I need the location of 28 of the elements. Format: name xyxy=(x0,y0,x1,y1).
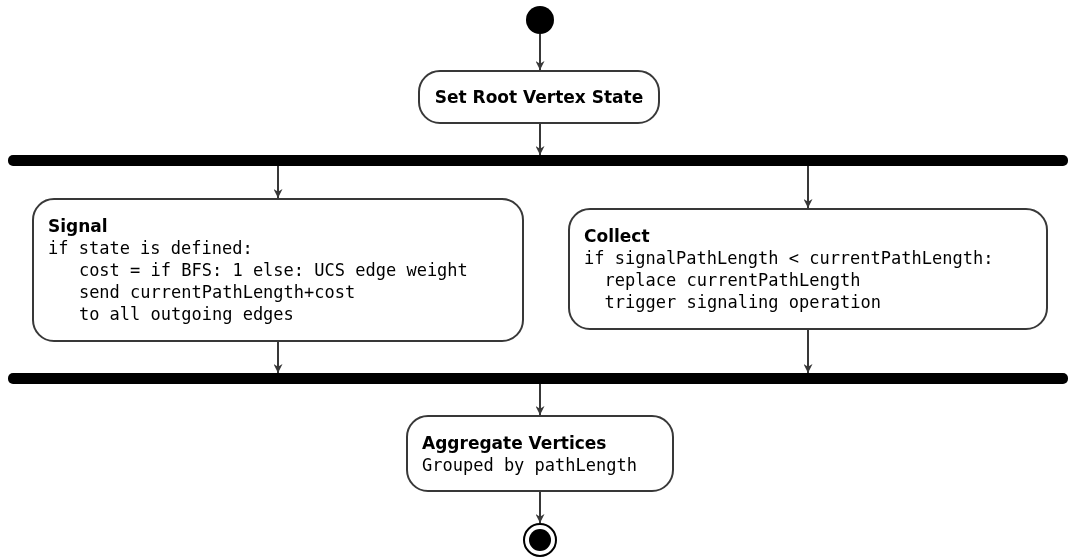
code-line: cost = if BFS: 1 else: UCS edge weight xyxy=(77,259,468,281)
arrow xyxy=(535,33,545,71)
arrow xyxy=(803,329,813,374)
action-title: Aggregate Vertices xyxy=(422,431,607,454)
arrow xyxy=(535,123,545,156)
final-node xyxy=(523,523,557,557)
code-line: if signalPathLength < currentPathLength: xyxy=(584,247,994,269)
action-box xyxy=(32,198,524,342)
code-line: if state is defined: xyxy=(48,237,253,259)
action-box xyxy=(418,70,660,124)
code-line: trigger signaling operation xyxy=(603,291,881,313)
action-title: Set Root Vertex State xyxy=(434,86,644,108)
code-line: replace currentPathLength xyxy=(603,269,861,291)
action-box xyxy=(568,208,1048,330)
arrow xyxy=(535,383,545,416)
code-line: to all outgoing edges xyxy=(77,303,294,325)
arrow xyxy=(273,341,283,374)
arrow xyxy=(535,491,545,524)
action-title: Signal xyxy=(48,215,108,237)
code-line: Grouped by pathLength xyxy=(422,453,637,476)
action-box xyxy=(406,415,674,492)
arrow xyxy=(273,165,283,199)
initial-node xyxy=(526,6,554,34)
sync-bar xyxy=(8,373,1068,384)
sync-bar xyxy=(8,155,1068,166)
code-line: send currentPathLength+cost xyxy=(77,281,356,303)
action-title: Collect xyxy=(584,225,650,247)
arrow xyxy=(803,165,813,209)
